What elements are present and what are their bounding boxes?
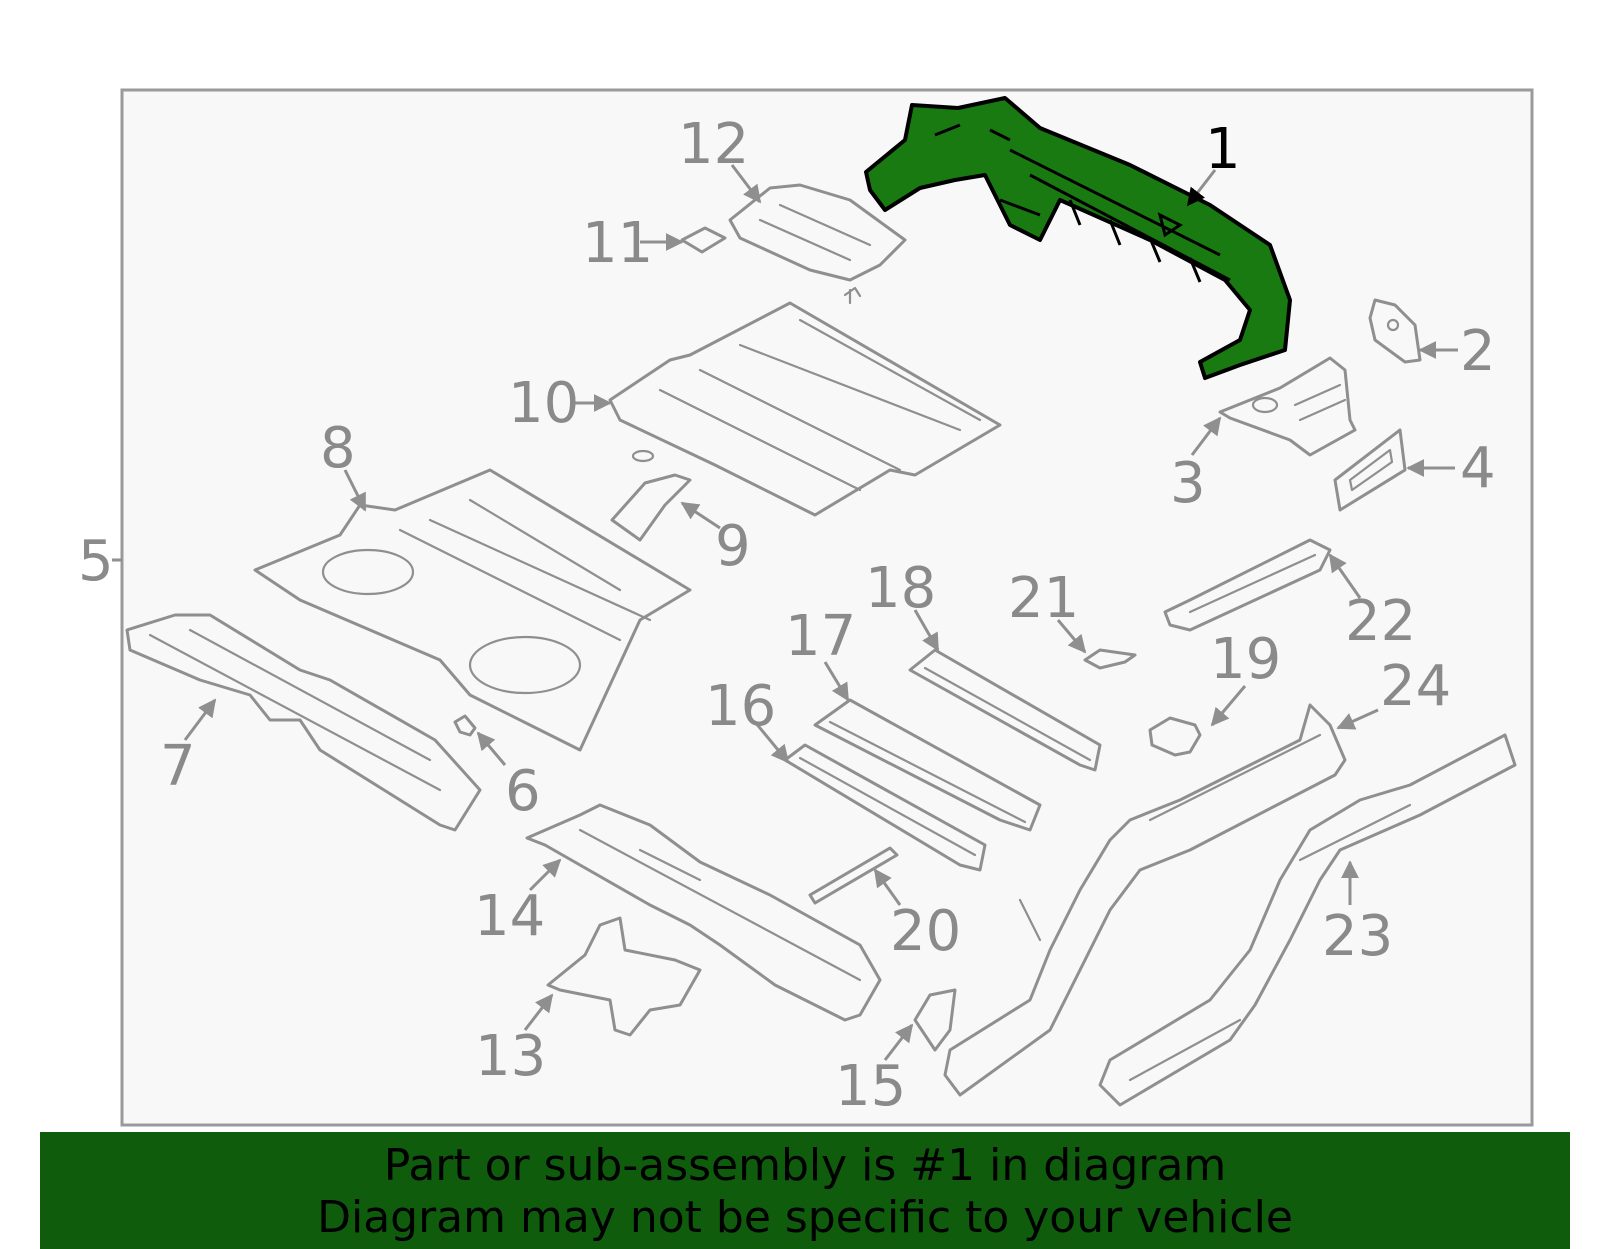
callout-18: 18 [865,556,936,621]
part-7[interactable] [125,613,482,832]
leader-line-1 [1186,169,1217,207]
leader-line-12 [730,164,762,204]
leader-line-15 [883,1023,914,1061]
leader-line-19 [1210,685,1247,727]
callout-22: 22 [1345,589,1416,654]
part-21[interactable] [1083,648,1137,670]
part-22[interactable] [1163,538,1332,632]
part-9[interactable] [610,473,692,542]
callout-11: 11 [582,211,653,276]
callout-14: 14 [474,884,545,949]
callout-8: 8 [320,416,356,481]
leader-line-6 [476,731,507,766]
callout-15: 15 [835,1054,906,1119]
part-20[interactable] [808,846,899,905]
leader-line-18 [913,609,940,652]
callout-17: 17 [785,604,856,669]
banner-line-1: Part or sub-assembly is #1 in diagram [383,1140,1227,1191]
leader-line-9 [680,501,721,530]
callout-1: 1 [1205,117,1241,182]
callout-16: 16 [705,674,776,739]
part-2[interactable] [1368,298,1422,364]
part-15[interactable] [913,988,957,1052]
callout-6: 6 [505,759,541,824]
callout-7: 7 [160,734,196,799]
part-6[interactable] [453,714,477,737]
part-12-clip [843,286,862,305]
callout-19: 19 [1210,627,1281,692]
leader-line-22 [1328,553,1362,599]
callout-9: 9 [715,514,751,579]
callout-4: 4 [1460,436,1496,501]
info-banner: Part or sub-assembly is #1 in diagram Di… [40,1132,1570,1249]
leader-line-7 [183,698,217,741]
part-11[interactable] [680,226,727,254]
leader-line-21 [1056,619,1087,654]
part-4[interactable] [1333,428,1407,512]
part-17[interactable] [813,698,1042,832]
leader-line-14 [528,858,562,892]
callout-5: 5 [78,529,114,594]
leader-line-16 [753,721,790,764]
part-16[interactable] [783,743,987,872]
part-24[interactable] [943,703,1347,1097]
part-13[interactable] [546,916,702,1037]
callout-21: 21 [1008,566,1079,631]
part-8[interactable] [253,468,692,752]
callout-20: 20 [890,899,961,964]
callout-12: 12 [678,112,749,177]
leader-line-13 [523,993,554,1031]
leader-line-3 [1190,416,1222,456]
leader-line-8 [343,469,367,512]
callout-3: 3 [1170,451,1206,516]
callout-13: 13 [475,1024,546,1089]
diagram-frame [120,88,1534,1127]
part-12[interactable] [728,183,907,282]
part-14[interactable] [525,803,882,1022]
callout-10: 10 [508,371,579,436]
part-10[interactable] [608,301,1002,517]
part-18[interactable] [908,648,1102,772]
leader-line-17 [823,661,850,702]
part-1-highlighted[interactable] [864,96,1292,380]
leader-line-24 [1336,708,1379,730]
part-19[interactable] [1148,716,1202,757]
part-3[interactable] [1218,356,1357,457]
callout-24: 24 [1380,654,1451,719]
banner-line-2: Diagram may not be specific to your vehi… [317,1192,1293,1243]
part-23[interactable] [1098,733,1517,1107]
part-9-grommet [631,449,655,463]
leader-line-20 [873,868,902,906]
callout-2: 2 [1460,319,1496,384]
callout-23: 23 [1322,904,1393,969]
